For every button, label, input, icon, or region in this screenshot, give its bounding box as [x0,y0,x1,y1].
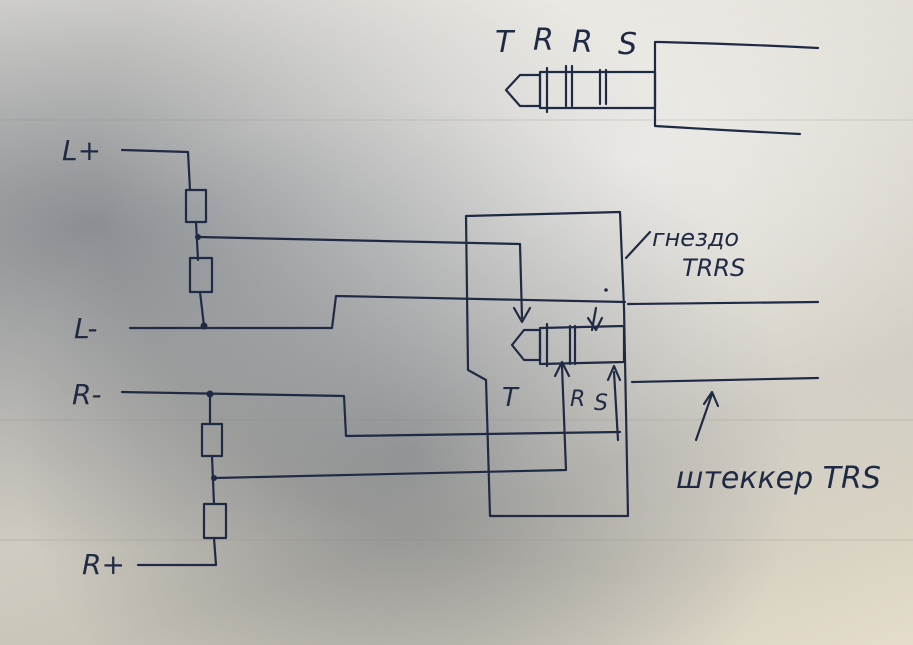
pin-label-r2: R [572,25,593,60]
trs-plug: штеккер TRS [626,300,881,496]
socket-s-contact [586,306,604,332]
trs-plug-arrow [694,390,720,442]
label-left-plus: L+ [62,134,101,167]
plug-top-body [538,70,657,110]
trrs-plug-top: T R R S [495,23,820,136]
label-right-plus: R+ [82,548,125,581]
wire-left-minus [128,294,627,330]
socket-contact-s: S [594,391,608,416]
socket-frame [464,210,630,518]
resistor-left-1 [184,188,208,224]
wire-right-mid-to-ring [212,364,568,480]
socket-plug-body [538,324,626,366]
socket-label-line1: гнездо [652,224,739,252]
background-lines [0,119,913,541]
resistor-left-2 [188,256,214,294]
right-channel-circuit: R- R+ [72,360,622,581]
socket-label-pointer [624,230,652,260]
trs-plug-label: штеккер TRS [676,461,881,496]
label-left-minus: L- [74,312,98,345]
socket-contact-t: T [502,383,520,413]
plug-top-sleeve [653,40,820,136]
socket-sleeve-contact [606,364,622,442]
resistor-right-2 [202,502,228,540]
wire-right-minus [120,390,622,438]
pin-label-t: T [495,25,516,60]
trs-plug-top-line [626,300,820,306]
trs-plug-bottom-line [630,376,820,384]
left-channel-circuit: L+ L- [62,134,627,345]
wire-left-plus [120,148,192,192]
wire-left-mid-to-tip [196,235,524,320]
socket-plug-tip [510,328,542,362]
trrs-socket: T R S гнездо TRRS [464,210,745,518]
plug-top-tip [504,73,542,108]
pin-label-s: S [618,27,637,62]
resistor-right-1 [200,422,224,458]
socket-label-line2: TRRS [682,254,745,282]
socket-contact-r: R [570,387,585,412]
pin-label-r1: R [533,23,554,58]
label-right-minus: R- [72,378,102,411]
